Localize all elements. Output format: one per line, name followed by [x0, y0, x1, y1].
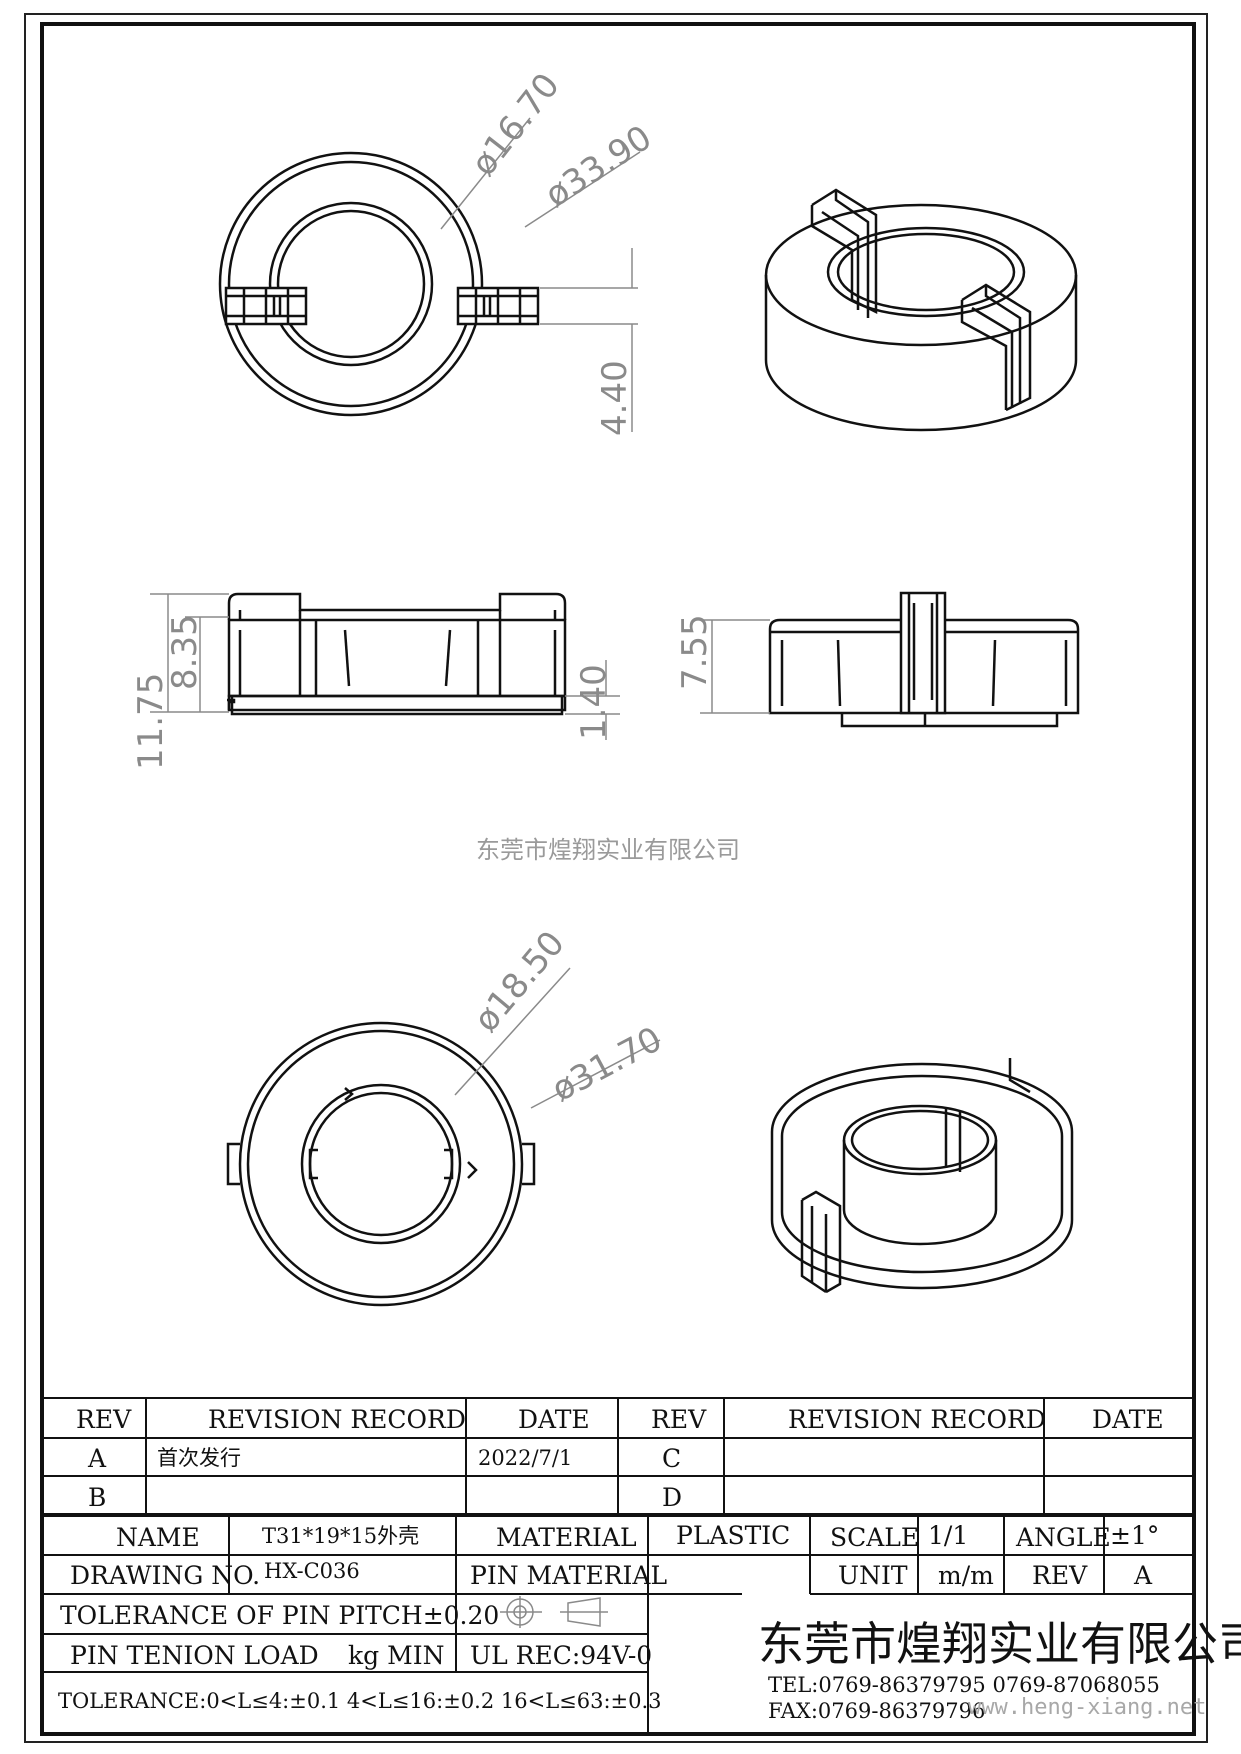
ul-rec: UL REC:94V-0 — [470, 1641, 652, 1670]
company-fax: FAX:0769-86379796 — [768, 1699, 985, 1723]
name-label: NAME — [116, 1523, 200, 1552]
pin-tension-unit: kg MIN — [348, 1641, 444, 1670]
rev-header-rev-2: REV — [651, 1405, 707, 1434]
scale-value: 1/1 — [928, 1521, 968, 1550]
dim-top-inner-dia: ø16.70 — [464, 66, 568, 184]
front-view-left — [227, 592, 567, 716]
rev-header-date-2: DATE — [1092, 1405, 1164, 1434]
pin-tension-label: PIN TENION LOAD — [70, 1641, 319, 1670]
rev-row-b-rev2: D — [662, 1483, 682, 1512]
rev-value: A — [1133, 1561, 1153, 1590]
company-tel: TEL:0769-86379795 0769-87068055 — [768, 1673, 1160, 1697]
dim-top-outer-dia: ø33.90 — [538, 118, 659, 216]
title-block-grid — [42, 1515, 1194, 1734]
general-tolerance: TOLERANCE:0<L≤4:±0.1 4<L≤16:±0.2 16<L≤63… — [58, 1689, 662, 1713]
material-label: MATERIAL — [496, 1523, 637, 1552]
side-view-right — [768, 591, 1080, 728]
top-plan-view — [218, 151, 540, 417]
dim-bottom-outer-dia: ø31.70 — [545, 1019, 668, 1110]
revision-table — [42, 1397, 1194, 1517]
inner-border — [40, 22, 1196, 1736]
material-value: PLASTIC — [676, 1521, 790, 1550]
rev-row-a-rev2: C — [662, 1444, 681, 1473]
pin-pitch-tolerance: TOLERANCE OF PIN PITCH±0.20 — [60, 1601, 499, 1630]
pin-material-label: PIN MATERIAL — [470, 1561, 667, 1590]
watermark-company: 东莞市煌翔实业有限公司 — [476, 836, 740, 864]
bottom-iso-view — [770, 1058, 1074, 1294]
unit-value: m/m — [938, 1561, 994, 1590]
rev-row-b-rev: B — [88, 1483, 106, 1512]
dim-right-side-height: 7.55 — [675, 614, 715, 690]
top-iso-view — [764, 188, 1078, 432]
angle-value: ±1° — [1110, 1521, 1159, 1550]
rev-label: REV — [1032, 1561, 1088, 1590]
rev-row-a-date: 2022/7/1 — [478, 1446, 572, 1470]
side-view-leaders — [700, 619, 770, 714]
unit-label: UNIT — [838, 1561, 908, 1590]
rev-header-date-1: DATE — [518, 1405, 590, 1434]
outer-border — [24, 13, 1208, 1743]
rev-row-a-rev: A — [87, 1444, 107, 1473]
rev-header-rev-1: REV — [76, 1405, 132, 1434]
dim-clip-width: 4.40 — [595, 360, 635, 436]
bottom-plan-leaders — [454, 967, 661, 1109]
drawing-no-value: HX-C036 — [264, 1559, 360, 1583]
rev-header-record-2: REVISION RECORD — [788, 1405, 1046, 1434]
company-name: 东莞市煌翔实业有限公司 — [758, 1617, 1241, 1671]
rev-header-record-1: REVISION RECORD — [208, 1405, 466, 1434]
bottom-plan-view — [226, 1021, 536, 1307]
company-url: www.heng-xiang.net — [968, 1695, 1206, 1720]
top-plan-leaders — [440, 117, 641, 432]
dim-side-total-height: 11.75 — [131, 673, 171, 770]
dim-side-upper-height: 8.35 — [165, 614, 205, 690]
rev-row-a-record: 首次发行 — [157, 1446, 241, 1470]
name-value: T31*19*15外壳 — [262, 1524, 419, 1548]
front-view-leaders — [150, 593, 620, 740]
dim-side-bottom-step: 1.40 — [574, 664, 614, 740]
scale-label: SCALE — [830, 1523, 919, 1552]
projection-symbol-icon — [500, 1596, 608, 1628]
drawing-no-label: DRAWING NO. — [70, 1561, 260, 1590]
angle-label: ANGLE — [1015, 1523, 1111, 1552]
